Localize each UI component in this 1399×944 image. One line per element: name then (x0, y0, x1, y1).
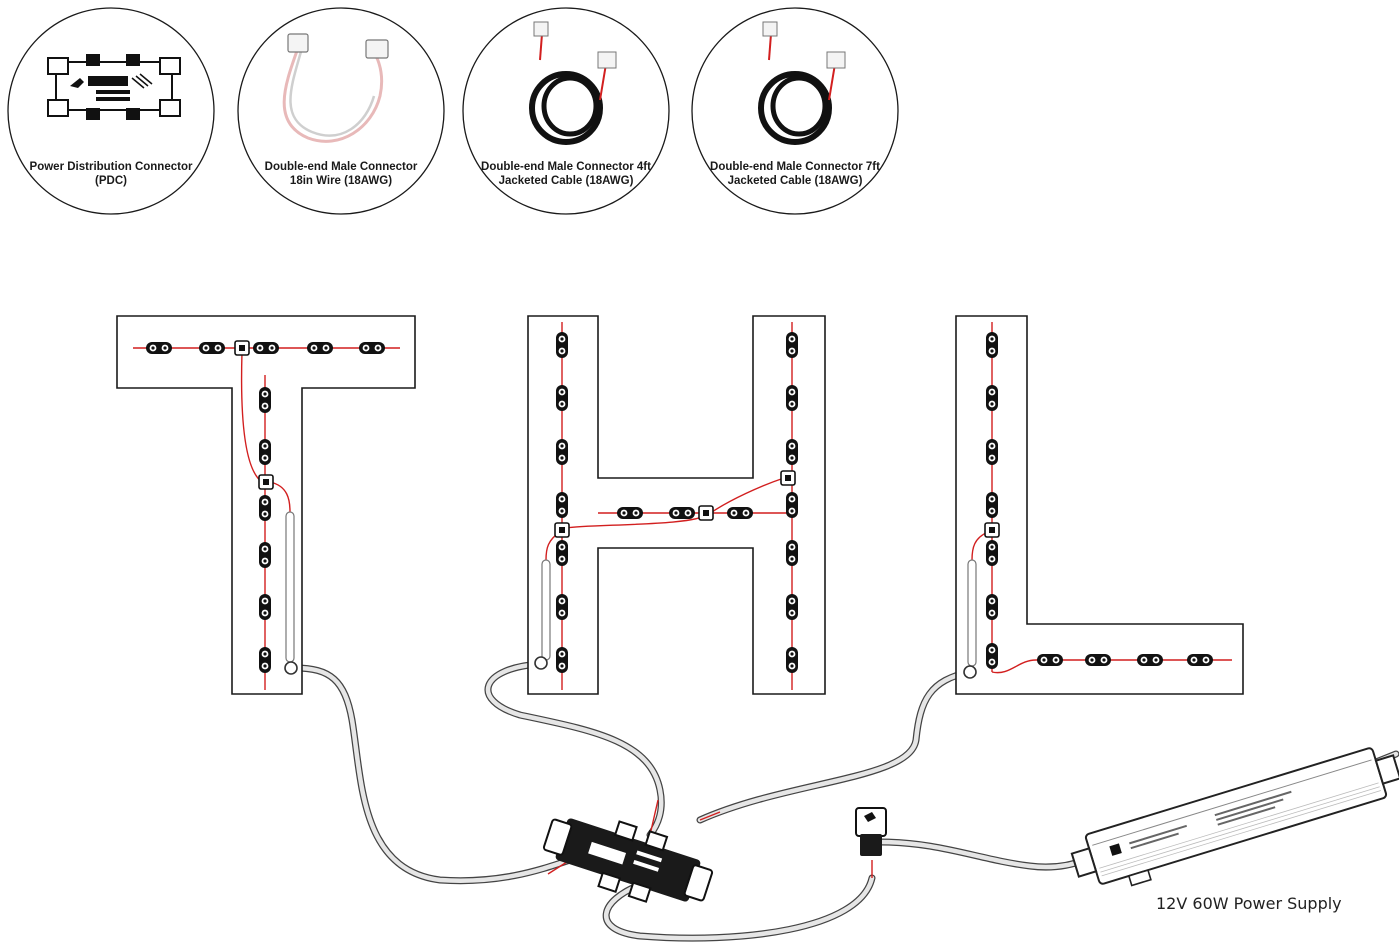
coiled-cable-icon-7ft (758, 21, 846, 145)
pdc-icon (47, 54, 181, 120)
letter-l (955, 315, 1244, 695)
pdc-label-line1: Power Distribution Connector (30, 161, 193, 173)
male-7ft-label-line2: Jacketed Cable (18AWG) (728, 175, 863, 187)
male-4ft-label-line2: Jacketed Cable (18AWG) (499, 175, 634, 187)
male-18in-label-line1: Double-end Male Connector (265, 161, 418, 173)
component-male-4ft: Double-end Male Connector 4ft Jacketed C… (462, 7, 670, 215)
coiled-cable-icon-4ft (529, 21, 617, 145)
jacketed-cables (291, 660, 1399, 942)
male-7ft-label-line1: Double-end Male Connector 7ft (710, 161, 880, 173)
power-supply: 12V 60W Power Supply (1070, 747, 1399, 913)
short-wire-icon (282, 33, 389, 143)
component-pdc: Power Distribution Connector (PDC) (7, 7, 215, 215)
power-supply-label: 12V 60W Power Supply (1156, 894, 1342, 913)
pdc-hub (542, 799, 721, 903)
component-male-7ft: Double-end Male Connector 7ft Jacketed C… (691, 7, 899, 215)
cable-entry-points (284, 511, 977, 679)
pdc-label-line2: (PDC) (95, 175, 127, 187)
component-male-18in: Double-end Male Connector 18in Wire (18A… (237, 7, 445, 215)
male-18in-label-line2: 18in Wire (18AWG) (290, 175, 392, 187)
letter-h (527, 315, 826, 695)
male-4ft-label-line1: Double-end Male Connector 4ft (481, 161, 651, 173)
plug-connector (855, 807, 887, 878)
